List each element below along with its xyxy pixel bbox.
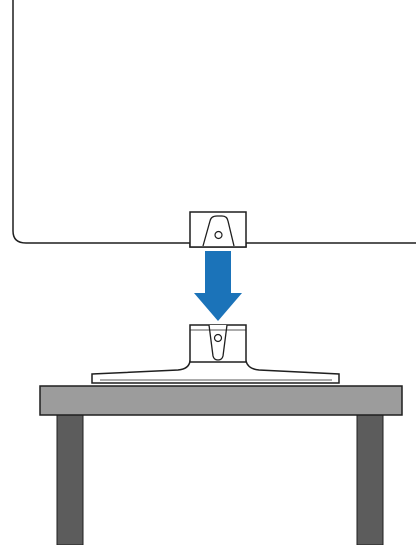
stand-hinge-tab [208, 324, 228, 361]
monitor-panel [12, 0, 416, 248]
stand [91, 324, 340, 384]
table-leg-left [56, 413, 84, 545]
table [39, 385, 403, 545]
attach-direction-arrow [194, 251, 242, 321]
table-leg-right [356, 413, 384, 545]
monitor [12, 0, 416, 248]
tabletop [39, 385, 403, 416]
arrow-down-icon [194, 251, 242, 321]
monitor-mount-bracket [189, 211, 247, 248]
